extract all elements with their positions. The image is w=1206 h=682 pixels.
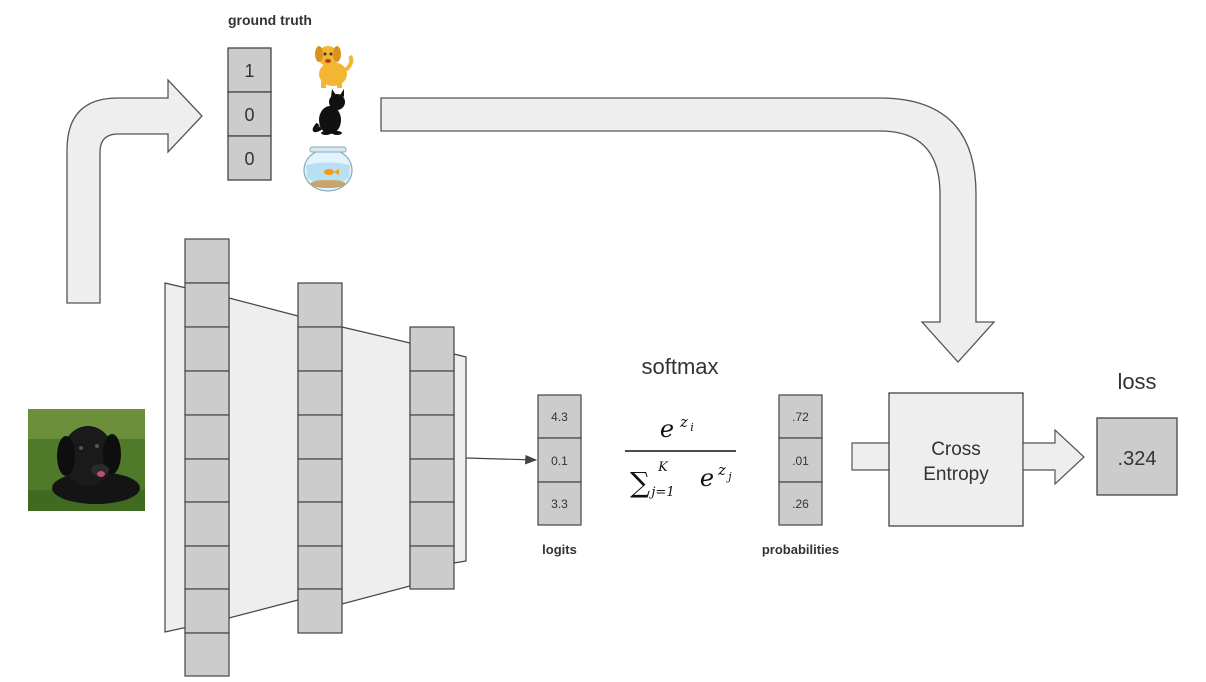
logits-label: logits [542, 542, 577, 557]
svg-text:z: z [717, 461, 726, 479]
logit-value: 0.1 [551, 454, 568, 468]
svg-text:e: e [660, 415, 674, 443]
loss-box: .324 [1096, 417, 1178, 496]
puppy-photo [28, 409, 145, 511]
logit-value: 4.3 [551, 410, 568, 424]
svg-text:i: i [690, 421, 694, 434]
probability-value: .01 [792, 454, 809, 468]
logits-vector: 4.3 0.1 3.3 [537, 394, 582, 526]
layer-2-column [297, 282, 343, 634]
cat-icon [312, 89, 345, 135]
cross-entropy-box: Cross Entropy [888, 392, 1024, 527]
svg-text:e: e [700, 464, 714, 492]
ground-truth-to-loss-arrow [380, 97, 996, 363]
ground-truth-value: 1 [244, 61, 254, 81]
svg-text:j: j [725, 470, 732, 483]
svg-text:j=1: j=1 [648, 485, 674, 500]
layer-3-column [409, 326, 455, 590]
cross-entropy-line2: Entropy [923, 464, 989, 485]
layer-1-column [184, 238, 230, 677]
ground-truth-value: 0 [244, 105, 254, 125]
network-layers [164, 282, 467, 633]
logit-value: 3.3 [551, 497, 568, 511]
probability-value: .72 [792, 410, 809, 424]
softmax-title: softmax [641, 354, 718, 379]
input-to-ground-truth-arrow [66, 78, 203, 304]
cross-entropy-line1: Cross [931, 439, 981, 460]
probabilities-vector: .72 .01 .26 [778, 394, 823, 526]
ground-truth-title: ground truth [228, 12, 312, 28]
fishbowl-icon [303, 146, 353, 192]
dog-icon [315, 46, 354, 88]
probabilities-to-cross-entropy-arrow [851, 442, 891, 471]
loss-title: loss [1117, 369, 1156, 394]
svg-text:K: K [657, 460, 669, 475]
ground-truth-vector: 1 0 0 [227, 47, 272, 181]
loss-value: .324 [1118, 448, 1157, 470]
svg-text:∑: ∑ [630, 466, 650, 499]
probability-value: .26 [792, 497, 809, 511]
network-to-logits-arrow [465, 454, 538, 465]
ground-truth-value: 0 [244, 149, 254, 169]
cross-entropy-to-loss-arrow [1022, 428, 1085, 486]
svg-text:z: z [679, 413, 688, 431]
softmax-formula: e z i ∑ K j=1 e z j [625, 413, 736, 500]
probabilities-label: probabilities [762, 542, 839, 557]
